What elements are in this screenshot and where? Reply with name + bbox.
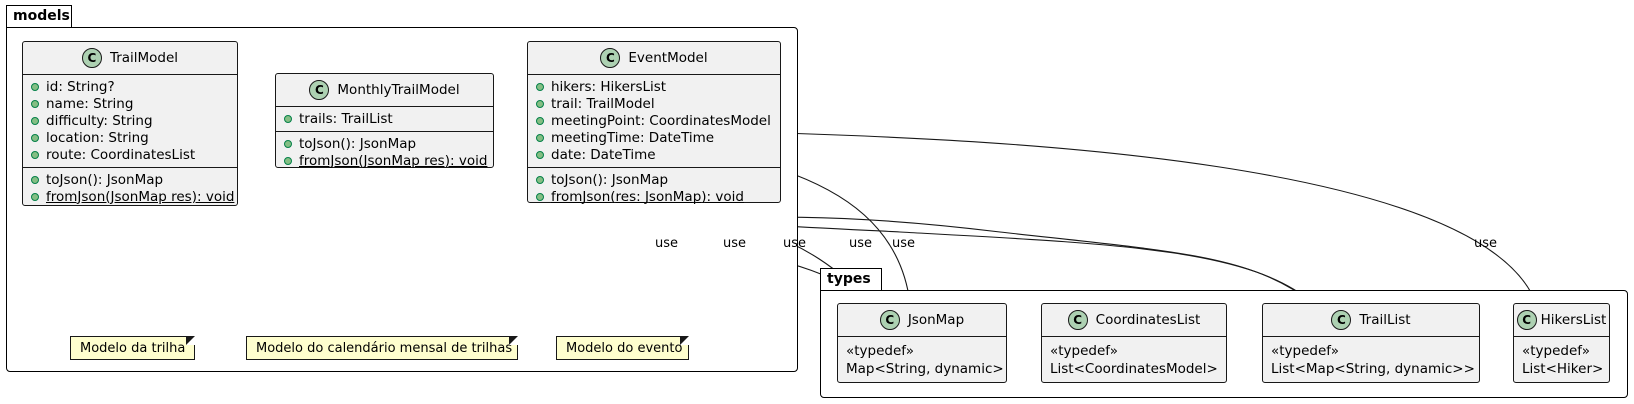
class-name: TrailModel	[109, 50, 179, 66]
field-row: date: DateTime	[528, 146, 780, 163]
typedef-text: List<CoordinatesModel>	[1050, 361, 1218, 377]
method-row: fromJson(res: JsonMap): void	[528, 188, 780, 205]
field-text: name: String	[46, 95, 134, 112]
class-name: TrailList	[1359, 312, 1411, 328]
field-text: difficulty: String	[46, 112, 153, 129]
public-visibility-icon	[284, 156, 292, 165]
public-visibility-icon	[31, 82, 39, 91]
class-badge-icon: C	[1331, 310, 1352, 330]
edge-label-use: use	[1474, 236, 1498, 251]
typedef-text: List<Map<String, dynamic>>	[1271, 361, 1475, 377]
typedef-text: Map<String, dynamic>	[846, 361, 1004, 377]
public-visibility-icon	[536, 192, 544, 201]
class-badge-icon: C	[1067, 310, 1088, 330]
method-row: fromJson(JsonMap res): void	[23, 188, 237, 205]
note-text: Modelo do calendário mensal de trilhas	[256, 341, 513, 356]
public-visibility-icon	[284, 114, 292, 123]
stereotype-text: «typedef»	[1050, 343, 1119, 359]
static-method-text: fromJson(JsonMap res): void	[299, 152, 488, 169]
edge-label-use: use	[783, 236, 807, 251]
method-row: toJson(): JsonMap	[276, 135, 493, 152]
class-name: EventModel	[628, 50, 708, 66]
class-badge-icon: C	[309, 80, 330, 100]
field-row: name: String	[23, 95, 237, 112]
package-label-models: models	[13, 8, 70, 24]
field-text: route: CoordinatesList	[46, 146, 196, 163]
class-badge-icon: C	[879, 310, 900, 330]
field-row: trails: TrailList	[276, 110, 493, 127]
public-visibility-icon	[536, 116, 544, 125]
public-visibility-icon	[536, 133, 544, 142]
public-visibility-icon	[536, 175, 544, 184]
field-text: trails: TrailList	[299, 110, 393, 127]
field-row: meetingTime: DateTime	[528, 129, 780, 146]
class-badge-icon: C	[600, 48, 621, 68]
field-row: meetingPoint: CoordinatesModel	[528, 112, 780, 129]
class-name: MonthlyTrailModel	[337, 82, 460, 98]
method-text: toJson(): JsonMap	[299, 135, 417, 152]
field-text: location: String	[46, 129, 149, 146]
stereotype-text: «typedef»	[1271, 343, 1340, 359]
field-text: meetingPoint: CoordinatesModel	[551, 112, 771, 129]
stereotype-text: «typedef»	[846, 343, 915, 359]
package-tab-models: models	[6, 5, 72, 27]
package-label-types: types	[827, 271, 871, 287]
public-visibility-icon	[31, 133, 39, 142]
public-visibility-icon	[31, 99, 39, 108]
field-row: hikers: HikersList	[528, 78, 780, 95]
note-monthly: Modelo do calendário mensal de trilhas	[246, 336, 518, 360]
public-visibility-icon	[31, 192, 39, 201]
class-badge-icon: C	[1516, 310, 1537, 330]
public-visibility-icon	[31, 116, 39, 125]
note-text: Modelo da trilha	[80, 341, 186, 356]
note-event: Modelo do evento	[556, 336, 689, 360]
class-eventmodel: C EventModel hikers: HikersList trail: Tr…	[527, 41, 781, 205]
field-text: date: DateTime	[551, 146, 656, 163]
stereotype-text: «typedef»	[1522, 343, 1591, 359]
edge-label-use: use	[892, 236, 916, 251]
note-trail: Modelo da trilha	[70, 336, 195, 360]
static-method-text: fromJson(JsonMap res): void	[46, 188, 235, 205]
class-name: HikersList	[1540, 312, 1607, 328]
method-text: toJson(): JsonMap	[46, 171, 164, 188]
package-tab-types: types	[820, 268, 882, 290]
edge-label-use: use	[655, 236, 679, 251]
public-visibility-icon	[536, 150, 544, 159]
class-traillist: C TrailList «typedef» List<Map<String, dyn…	[1262, 303, 1480, 383]
public-visibility-icon	[284, 139, 292, 148]
field-row: route: CoordinatesList	[23, 146, 237, 163]
field-row: id: String?	[23, 78, 237, 95]
field-text: id: String?	[46, 78, 115, 95]
field-row: difficulty: String	[23, 112, 237, 129]
field-text: hikers: HikersList	[551, 78, 667, 95]
edge-label-use: use	[849, 236, 873, 251]
class-monthlytrailmodel: C MonthlyTrailModel trails: TrailList toJ…	[275, 73, 494, 169]
method-text: toJson(): JsonMap	[551, 171, 669, 188]
field-text: meetingTime: DateTime	[551, 129, 715, 146]
public-visibility-icon	[31, 150, 39, 159]
edge-label-use: use	[723, 236, 747, 251]
method-row: toJson(): JsonMap	[528, 171, 780, 188]
field-text: trail: TrailModel	[551, 95, 655, 112]
static-method-text: fromJson(res: JsonMap): void	[551, 188, 744, 205]
class-name: CoordinatesList	[1095, 312, 1201, 328]
class-badge-icon: C	[81, 48, 102, 68]
public-visibility-icon	[536, 99, 544, 108]
field-row: location: String	[23, 129, 237, 146]
class-coordinateslist: C CoordinatesList «typedef» List<Coordinat…	[1041, 303, 1227, 383]
edge-event-to-hikerslist	[781, 132, 1537, 305]
class-name: JsonMap	[907, 312, 965, 328]
typedef-text: List<Hiker>	[1522, 361, 1604, 377]
public-visibility-icon	[536, 82, 544, 91]
method-row: toJson(): JsonMap	[23, 171, 237, 188]
class-jsonmap: C JsonMap «typedef» Map<String, dynamic>	[837, 303, 1007, 383]
edge-event-to-jsonmap	[781, 169, 914, 305]
public-visibility-icon	[31, 175, 39, 184]
class-trailmodel: C TrailModel id: String? name: String dif…	[22, 41, 238, 206]
method-row: fromJson(JsonMap res): void	[276, 152, 493, 169]
note-text: Modelo do evento	[566, 341, 683, 356]
field-row: trail: TrailModel	[528, 95, 780, 112]
